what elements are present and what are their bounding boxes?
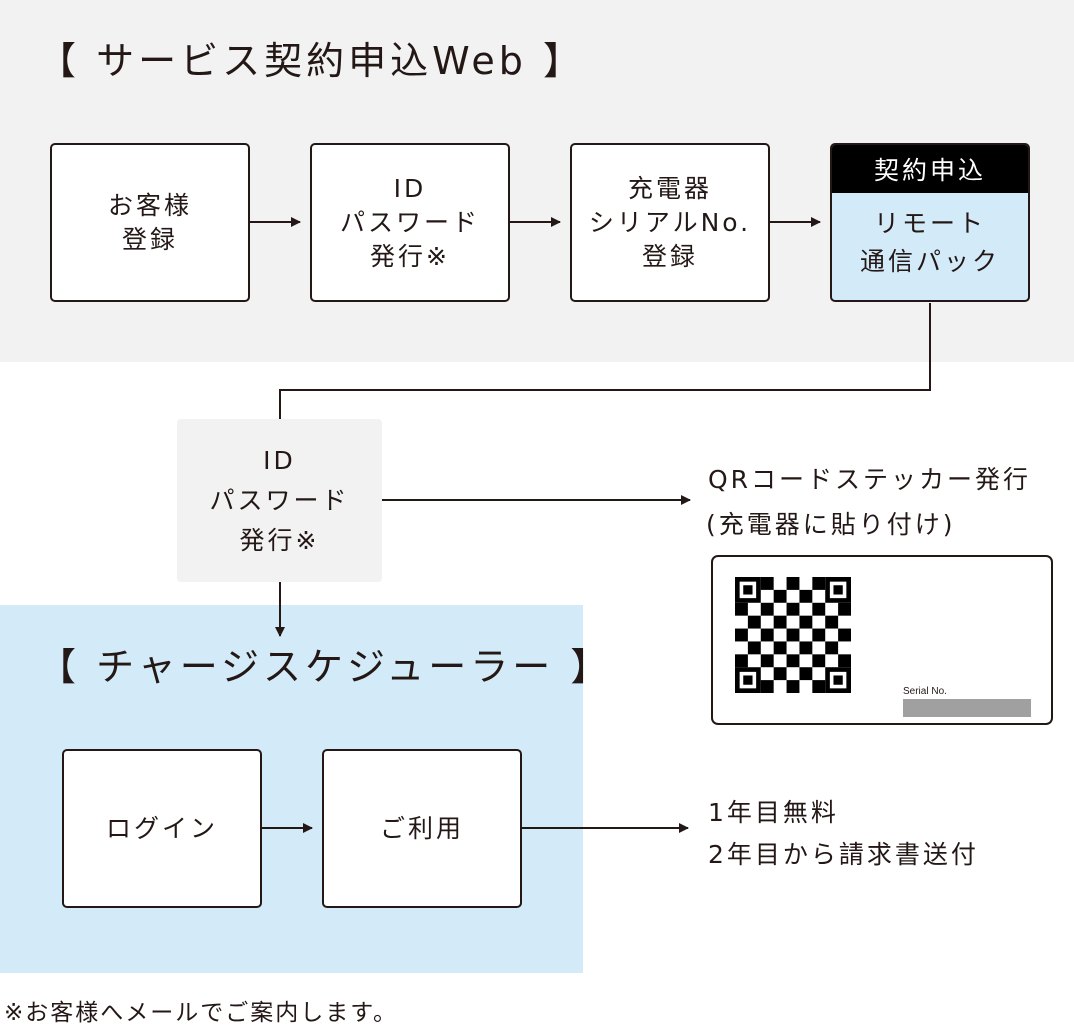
qr-module: [786, 654, 800, 668]
qr-module: [760, 628, 774, 642]
qr-module: [773, 615, 787, 629]
qr-module: [747, 641, 761, 655]
qr-module: [838, 602, 851, 616]
arrow-contract-to-id-issue: [275, 303, 931, 441]
qr-sticker-title: QRコードステッカー発行: [708, 465, 1032, 494]
qr-finder-center: [743, 675, 753, 685]
step-customer-registration: お客様 登録: [50, 143, 250, 302]
qr-module: [760, 654, 774, 668]
qr-module: [812, 628, 826, 642]
step-usage: ご利用: [322, 749, 522, 908]
qr-module: [735, 602, 748, 616]
qr-module: [786, 577, 800, 590]
serial-number-label: Serial No.: [903, 686, 947, 697]
qr-code-icon: [735, 577, 851, 693]
qr-module: [786, 680, 800, 693]
id-password-issue-label: ID パスワード 発行※: [209, 445, 350, 555]
serial-number-bar: [903, 699, 1031, 717]
step-charger-serial-registration: 充電器 シリアルNo. 登録: [570, 143, 770, 302]
qr-module: [812, 654, 826, 668]
qr-sticker-subtitle: (充電器に貼り付け): [706, 510, 956, 539]
qr-module: [825, 641, 839, 655]
qr-module: [799, 615, 813, 629]
step-login-label: ログイン: [105, 813, 218, 843]
qr-module: [799, 589, 813, 603]
pricing-line-2: 2年目から請求書送付: [708, 840, 979, 869]
qr-module: [773, 667, 787, 681]
step-usage-label: ご利用: [379, 813, 464, 843]
qr-module: [799, 641, 813, 655]
qr-module: [747, 615, 761, 629]
step-customer-registration-label: お客様 登録: [107, 190, 192, 254]
qr-module: [735, 628, 748, 642]
step-id-password-issue: ID パスワード 発行※: [310, 143, 510, 302]
qr-module: [838, 654, 851, 668]
qr-finder-center: [833, 675, 843, 685]
footnote: ※お客様へメールでご案内します。: [4, 1000, 398, 1026]
contract-body: リモート 通信パック: [859, 209, 1000, 276]
qr-finder-center: [833, 585, 843, 595]
qr-module: [760, 577, 774, 590]
qr-module: [735, 654, 748, 668]
step-charger-serial-registration-label: 充電器 シリアルNo. 登録: [588, 173, 752, 271]
qr-module: [773, 589, 787, 603]
step-login: ログイン: [62, 749, 262, 908]
service-web-title: 【 サービス契約申込Web 】: [38, 39, 586, 83]
qr-module: [760, 680, 774, 693]
qr-module: [812, 602, 826, 616]
scheduler-title: 【 チャージスケジューラー 】: [38, 645, 613, 689]
qr-module: [799, 667, 813, 681]
qr-finder-center: [743, 585, 753, 595]
id-password-issue-box: ID パスワード 発行※: [177, 419, 382, 582]
qr-module: [773, 641, 787, 655]
qr-sticker-card: Serial No.: [711, 555, 1053, 725]
qr-module: [760, 602, 774, 616]
qr-module: [825, 615, 839, 629]
qr-module: [838, 628, 851, 642]
qr-module: [786, 628, 800, 642]
step-id-password-issue-label: ID パスワード 発行※: [339, 173, 480, 271]
step-contract-application: 契約申込 リモート 通信パック: [830, 143, 1030, 302]
qr-module: [812, 577, 826, 590]
pricing-line-1: 1年目無料: [708, 798, 839, 827]
qr-module: [812, 680, 826, 693]
qr-module: [786, 602, 800, 616]
contract-header: 契約申込: [832, 145, 1028, 193]
